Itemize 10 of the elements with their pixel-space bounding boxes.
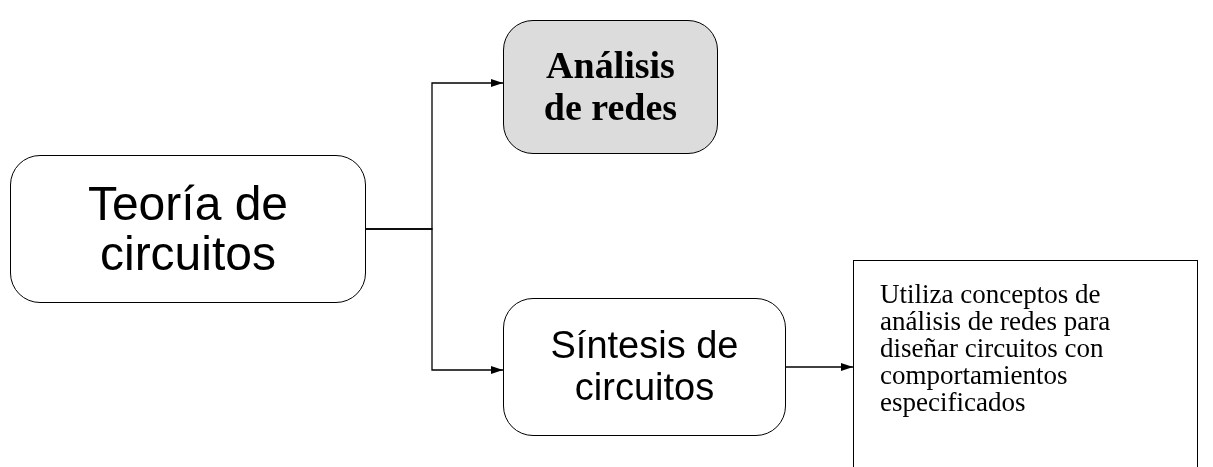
arrow — [365, 228, 504, 374]
arrow — [785, 363, 854, 371]
node-text: Teoría de circuitos — [86, 178, 290, 280]
node-text: Análisis de redes — [542, 45, 679, 129]
node-text: Síntesis de circuitos — [549, 325, 740, 409]
rounded-box — [10, 155, 366, 303]
highlighted-rounded-box — [503, 20, 718, 154]
rounded-box — [503, 298, 786, 436]
note-box — [853, 260, 1198, 467]
node-text: Utiliza conceptos de análisis de redes para diseñar circuitos con comportamientos especificados — [880, 281, 1112, 416]
